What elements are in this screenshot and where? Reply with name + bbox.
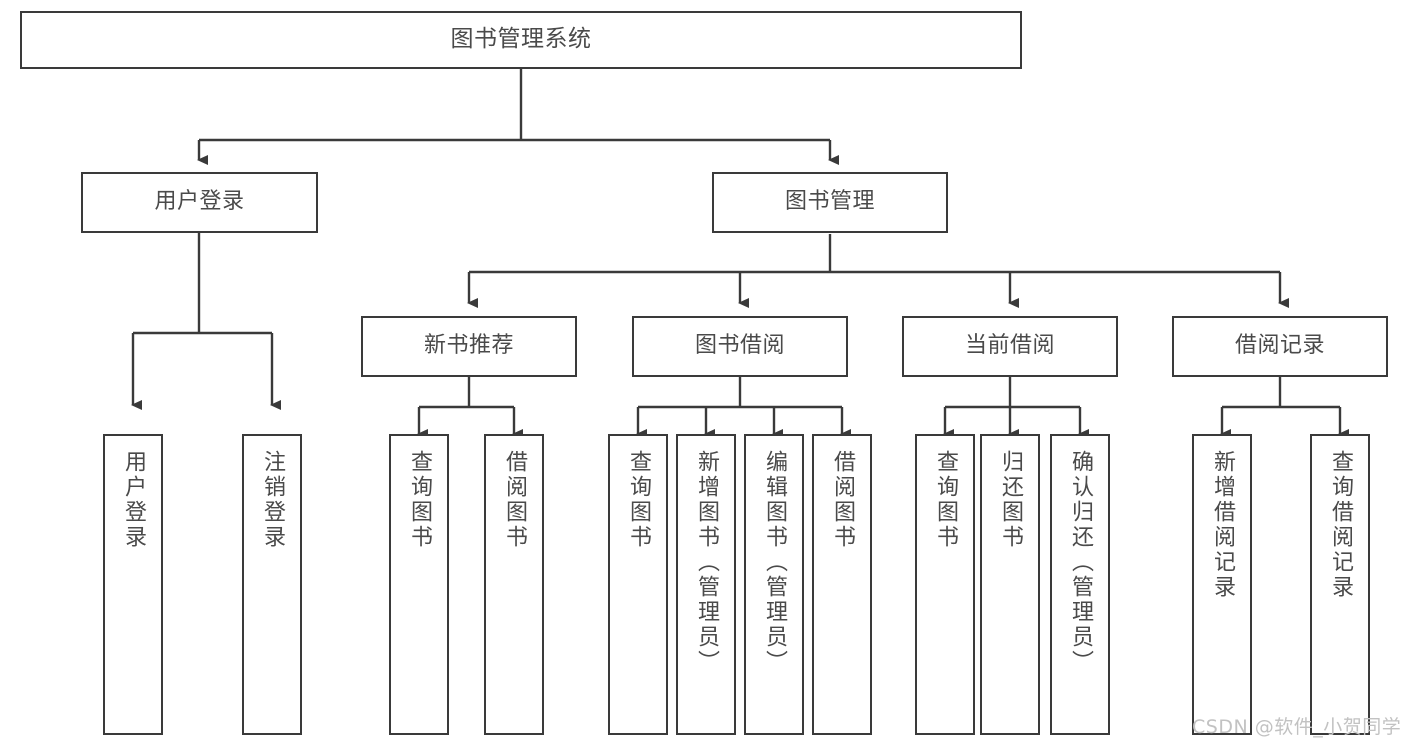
node-label: 新增图书（管理员） [694,450,719,675]
leaf-add-record[interactable]: 新增借阅记录 [1192,434,1252,735]
node-label: 编辑图书（管理员） [762,450,787,675]
node-label: 新增借阅记录 [1210,450,1235,600]
node-root-system[interactable]: 图书管理系统 [20,11,1022,69]
node-label: 查询图书 [407,450,432,550]
node-label: 当前借阅 [964,333,1055,359]
node-new-book-recommend[interactable]: 新书推荐 [361,316,577,377]
leaf-borrow-book-1[interactable]: 借阅图书 [484,434,544,735]
node-borrow-record[interactable]: 借阅记录 [1172,316,1388,377]
leaf-query-book-1[interactable]: 查询图书 [389,434,449,735]
node-label: 归还图书 [998,450,1023,550]
node-label: 图书管理 [784,189,875,215]
leaf-query-book-2[interactable]: 查询图书 [608,434,668,735]
leaf-confirm-return[interactable]: 确认归还（管理员） [1050,434,1110,735]
node-label: 确认归还（管理员） [1068,450,1093,675]
node-current-borrow[interactable]: 当前借阅 [902,316,1118,377]
node-label: 查询图书 [626,450,651,550]
node-label: 用户登录 [154,189,245,215]
leaf-add-book[interactable]: 新增图书（管理员） [676,434,736,735]
leaf-logout[interactable]: 注销登录 [242,434,302,735]
node-label: 借阅记录 [1234,333,1325,359]
leaf-query-record[interactable]: 查询借阅记录 [1310,434,1370,735]
node-label: 借阅图书 [502,450,527,550]
node-label: 用户登录 [121,450,146,550]
node-label: 查询图书 [933,450,958,550]
leaf-edit-book[interactable]: 编辑图书（管理员） [744,434,804,735]
node-label: 图书管理系统 [450,26,592,53]
node-label: 新书推荐 [423,333,514,359]
leaf-borrow-book-2[interactable]: 借阅图书 [812,434,872,735]
node-user-login[interactable]: 用户登录 [81,172,318,233]
leaf-query-book-3[interactable]: 查询图书 [915,434,975,735]
leaf-return-book[interactable]: 归还图书 [980,434,1040,735]
node-book-management[interactable]: 图书管理 [712,172,948,233]
leaf-user-login[interactable]: 用户登录 [103,434,163,735]
node-label: 图书借阅 [694,333,785,359]
node-book-borrow[interactable]: 图书借阅 [632,316,848,377]
node-label: 注销登录 [260,450,285,550]
node-label: 借阅图书 [830,450,855,550]
node-label: 查询借阅记录 [1328,450,1353,600]
